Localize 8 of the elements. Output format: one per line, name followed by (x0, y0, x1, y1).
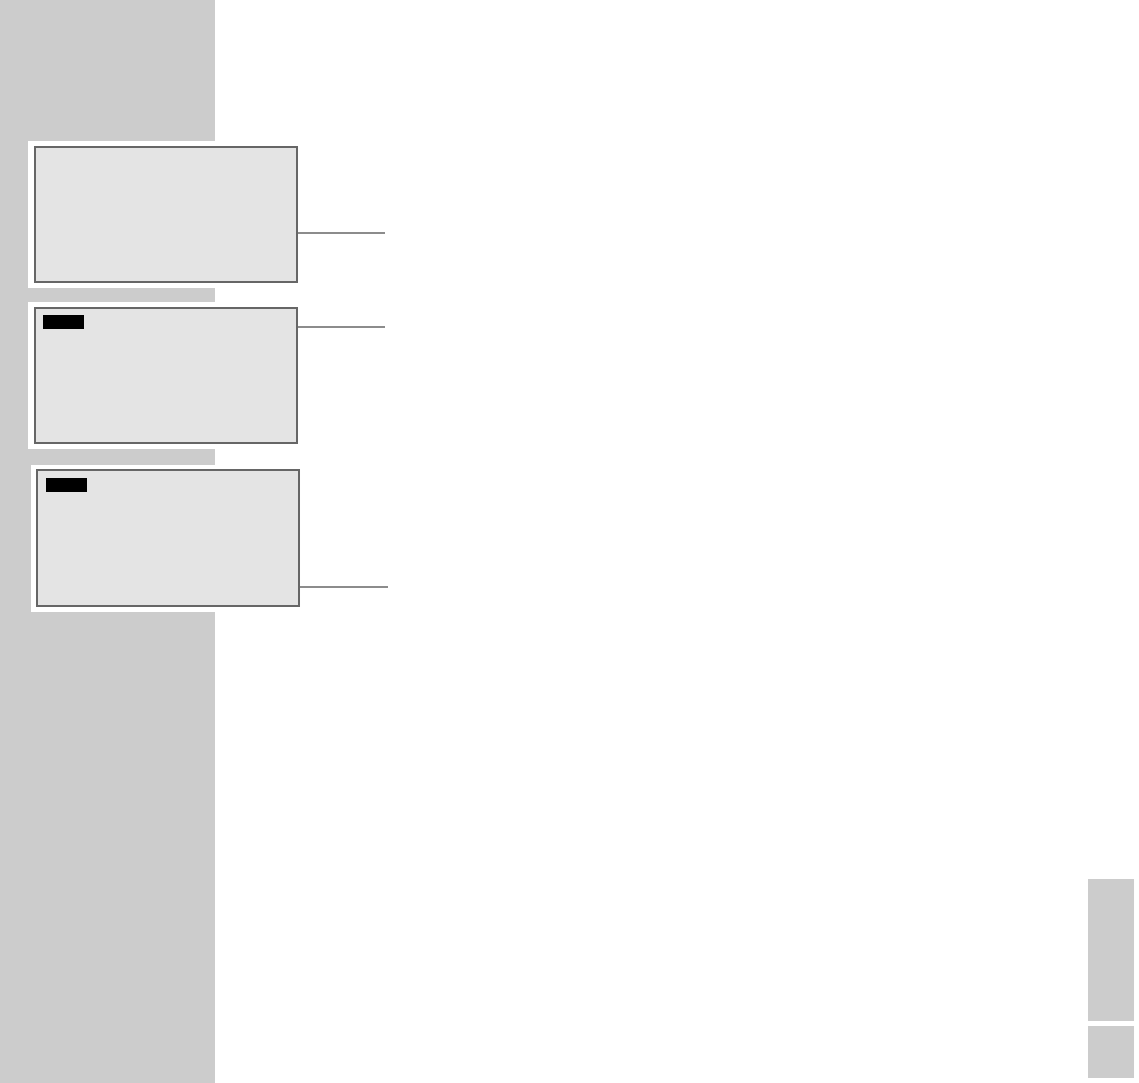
leader-line (297, 326, 386, 328)
side-tab (1088, 879, 1134, 1021)
display-box (28, 141, 298, 288)
side-tab (1088, 1026, 1134, 1078)
leader-line (299, 586, 389, 588)
display-box (28, 302, 298, 449)
display-box (31, 465, 300, 612)
leader-line (297, 232, 386, 234)
